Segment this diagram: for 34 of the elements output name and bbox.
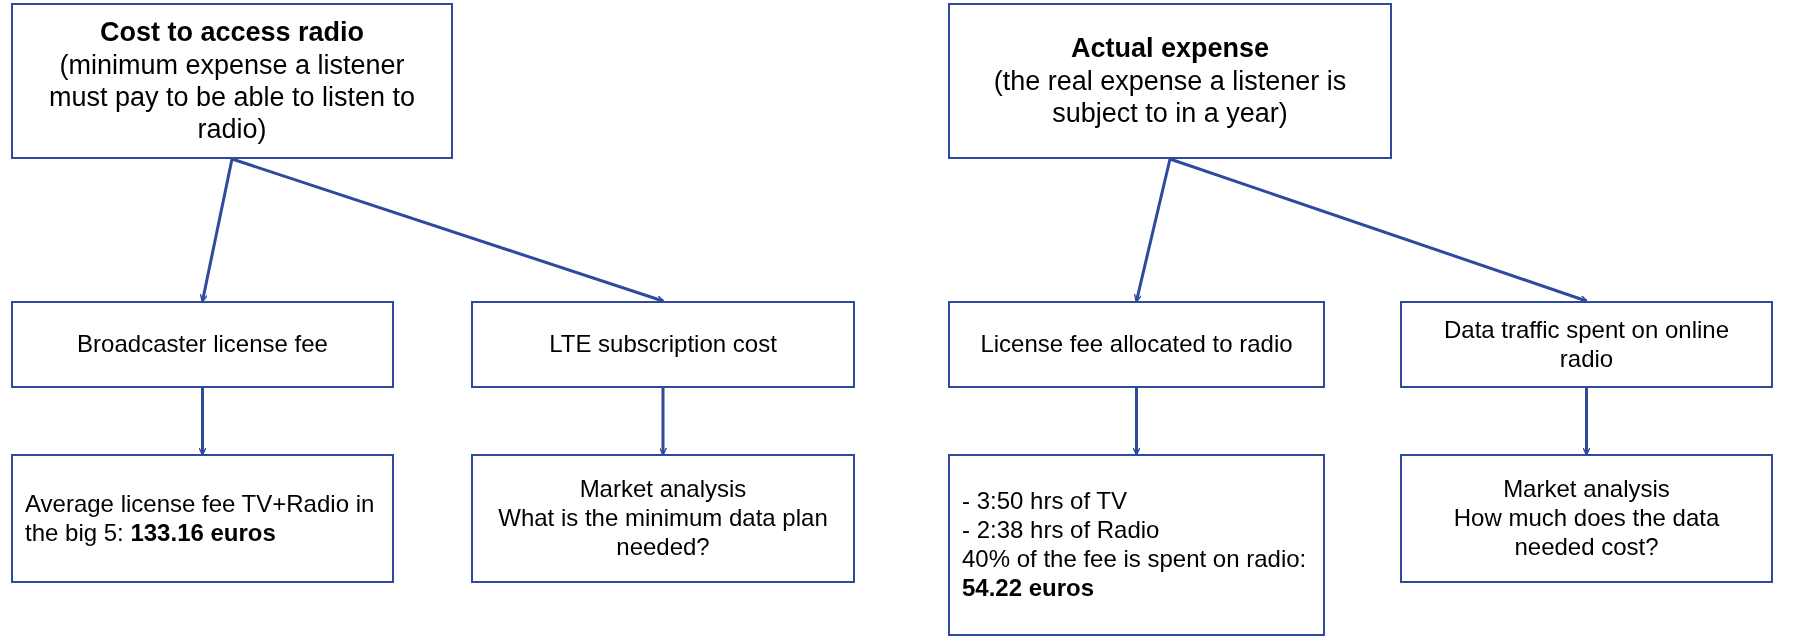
body-text: LTE subscription cost [548,330,778,359]
body-text: - 2:38 hrs of Radio [962,516,1161,545]
process-box [948,301,1325,388]
process-box [1400,301,1773,388]
body-text: Market analysis [1502,475,1671,505]
arrow [199,158,234,303]
body-text: Average license fee TV+Radio in the big 5: 133.16 euros [25,489,376,548]
process-box [948,3,1392,159]
arrow [231,157,665,304]
process-box [948,454,1325,636]
process-box [1400,454,1773,583]
body-text: (minimum expense a listener must pay to be able to listen to radio) [47,48,417,146]
arrow [1169,157,1588,303]
process-box [11,301,394,388]
body-text: Market analysis [578,475,748,505]
process-box [471,301,855,388]
body-text: License fee allocated to radio [980,330,1293,359]
arrow [1582,388,1591,456]
process-box [11,454,394,583]
body-text: Broadcaster license fee [76,330,329,359]
body-text: Data traffic spent on online radio [1442,315,1731,374]
process-box [11,3,453,159]
body-text: What is the minimum data plan needed? [497,504,829,562]
arrow [658,388,668,456]
heading-text: Actual expense [1069,32,1271,65]
arrow [1132,388,1141,456]
body-text: - 3:50 hrs of TV [962,487,1128,517]
body-text: (the real expense a listener is subject to in a year) [992,64,1348,130]
process-box [471,454,855,583]
heading-text: Cost to access radio [98,16,366,49]
body-text: 40% of the fee is spent on radio: 54.22 euros [962,545,1308,603]
body-text: How much does the data needed cost? [1452,504,1721,562]
arrow [198,388,207,456]
arrow [1133,158,1172,303]
